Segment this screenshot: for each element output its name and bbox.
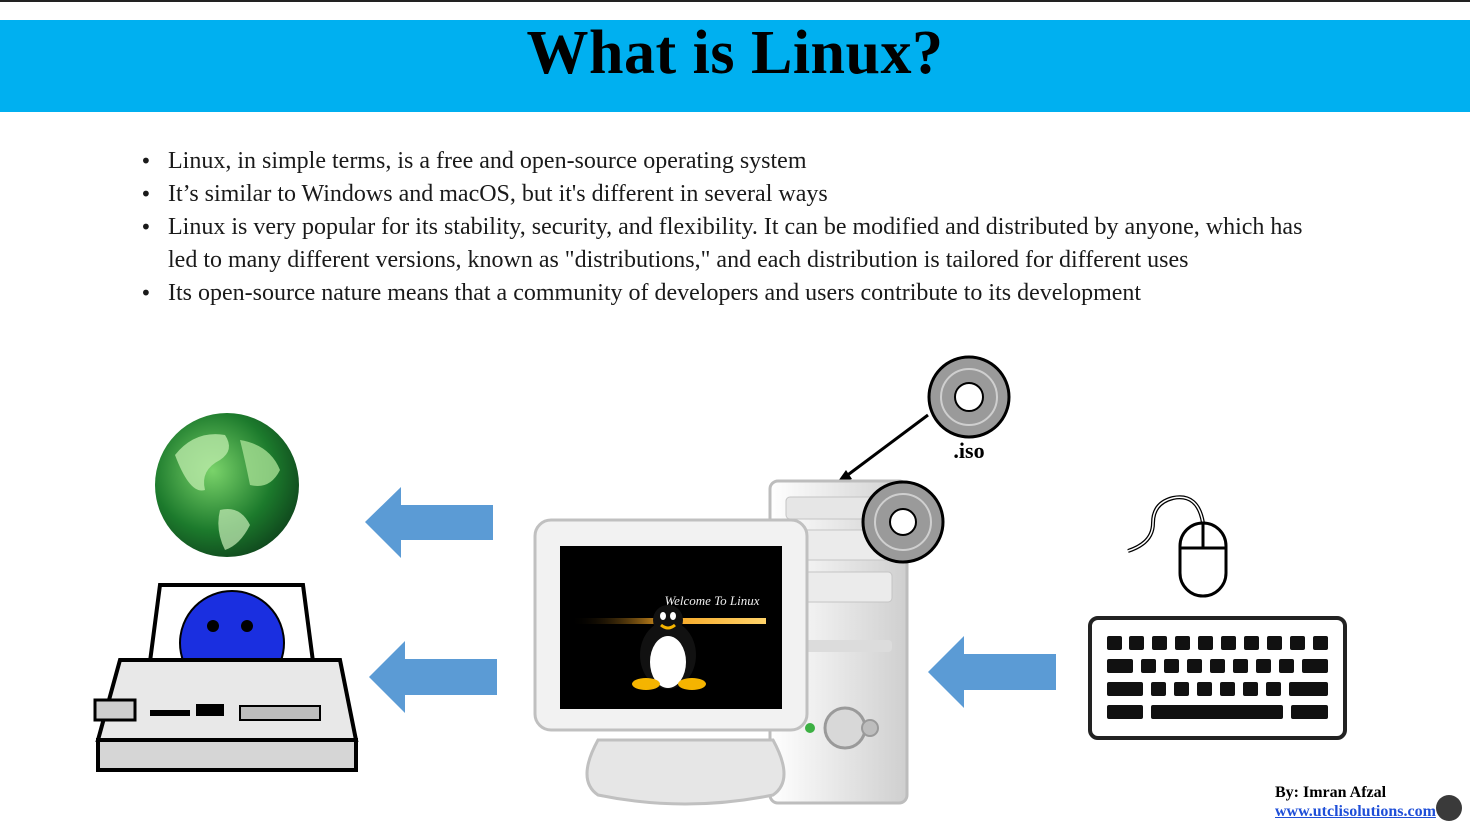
printer-icon [93,583,359,772]
linux-diagram: .iso Welcome To Linux [93,355,1347,806]
bullet-item: • Linux is very popular for its stability… [140,211,1310,277]
bullet-marker: • [140,182,152,206]
bullet-text: It’s similar to Windows and macOS, but i… [168,181,828,207]
author-name: By: Imran Afzal [1275,784,1387,801]
cd-disc-icon [927,355,1011,439]
tux-penguin-icon [632,605,706,690]
arrow-left-icon [928,636,1056,708]
screen-welcome-text: Welcome To Linux [664,593,759,608]
arrow-down-left-icon [836,413,929,484]
bullet-marker: • [140,215,152,239]
author-credit: By: Imran Afzal www.utclisolutions.com [1275,783,1436,821]
mouse-icon [1127,495,1228,598]
iso-label: .iso [953,438,984,463]
cd-disc-icon [861,480,945,564]
slide-menu-button[interactable] [1436,795,1462,821]
slide-top-border [0,0,1470,20]
bullet-item: • Linux, in simple terms, is a free and o… [140,145,1310,178]
slide-title: What is Linux? [526,19,944,87]
title-banner [0,20,1470,112]
bullet-text: Linux is very popular for its stability,… [168,214,1303,273]
bullet-item: • Its open-source nature means that a com… [140,277,1310,310]
bullet-text: Linux, in simple terms, is a free and op… [168,148,807,174]
bullet-marker: • [140,281,152,305]
bullet-item: • It’s similar to Windows and macOS, but … [140,178,1310,211]
keyboard-icon [1088,616,1347,740]
website-link[interactable]: www.utclisolutions.com [1275,803,1436,820]
bullet-text: Its open-source nature means that a comm… [168,280,1142,306]
bullet-list: • Linux, in simple terms, is a free and o… [140,145,1310,310]
globe-icon [155,413,299,557]
arrow-left-icon [369,641,497,713]
monitor-icon: Welcome To Linux [533,518,809,806]
arrow-left-icon [365,487,493,558]
bullet-marker: • [140,149,152,173]
